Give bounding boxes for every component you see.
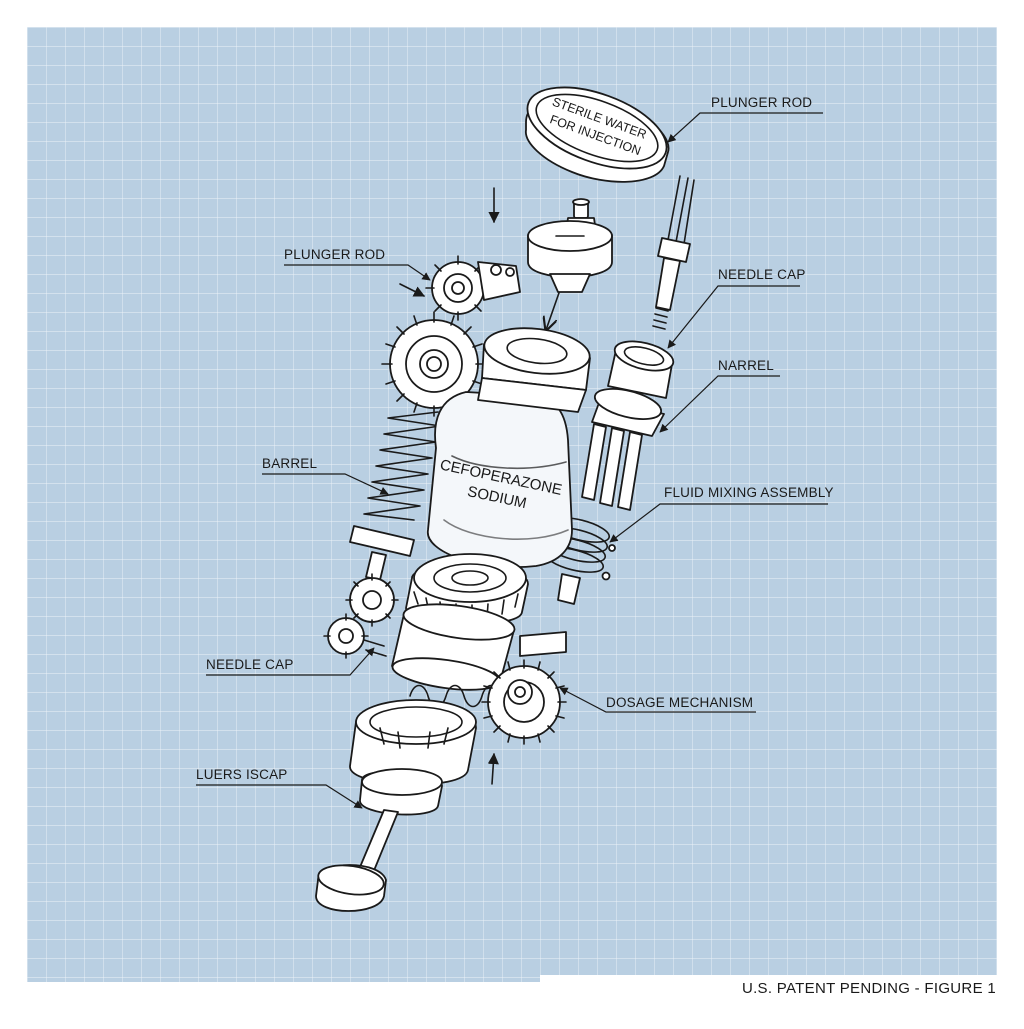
small-gears-left [323, 573, 399, 659]
callout-barrel: BARREL [262, 456, 318, 471]
small-gear-upper [425, 255, 521, 321]
dosage-mechanism [400, 659, 567, 745]
callout-dosage-mechanism: DOSAGE MECHANISM [606, 695, 753, 710]
callout-luer-cap: LUERS ISCAP [196, 767, 287, 782]
vial-adapter-part [527, 198, 613, 293]
needle-part [652, 175, 695, 330]
luer-cap-and-plunger [315, 699, 477, 912]
cefoperazone-vial: CEFOPERAZONE SODIUM [427, 327, 591, 568]
callout-plunger-rod-left: PLUNGER ROD [284, 247, 385, 262]
callout-needle-cap-top: NEEDLE CAP [718, 267, 806, 282]
callout-plunger-rod-top: PLUNGER ROD [711, 95, 812, 110]
callout-labels: PLUNGER ROD PLUNGER ROD NEEDLE CAP NARRE… [196, 95, 834, 782]
lower-barrel-cylinder [391, 603, 567, 691]
callout-leaders [196, 112, 828, 809]
caption-strip [540, 975, 1024, 1024]
figure-caption: U.S. PATENT PENDING - FIGURE 1 [742, 980, 996, 997]
direction-arrows [399, 187, 561, 785]
callout-needle-cap-bottom: NEEDLE CAP [206, 657, 294, 672]
callout-narrel: NARREL [718, 358, 774, 373]
sterile-water-disc: STERILE WATER FOR INJECTION [525, 86, 670, 183]
callout-fluid-mixing-assembly: FLUID MIXING ASSEMBLY [664, 485, 834, 500]
large-gear [381, 311, 487, 417]
left-spring [349, 411, 441, 581]
barrel-tube-part [581, 340, 675, 511]
